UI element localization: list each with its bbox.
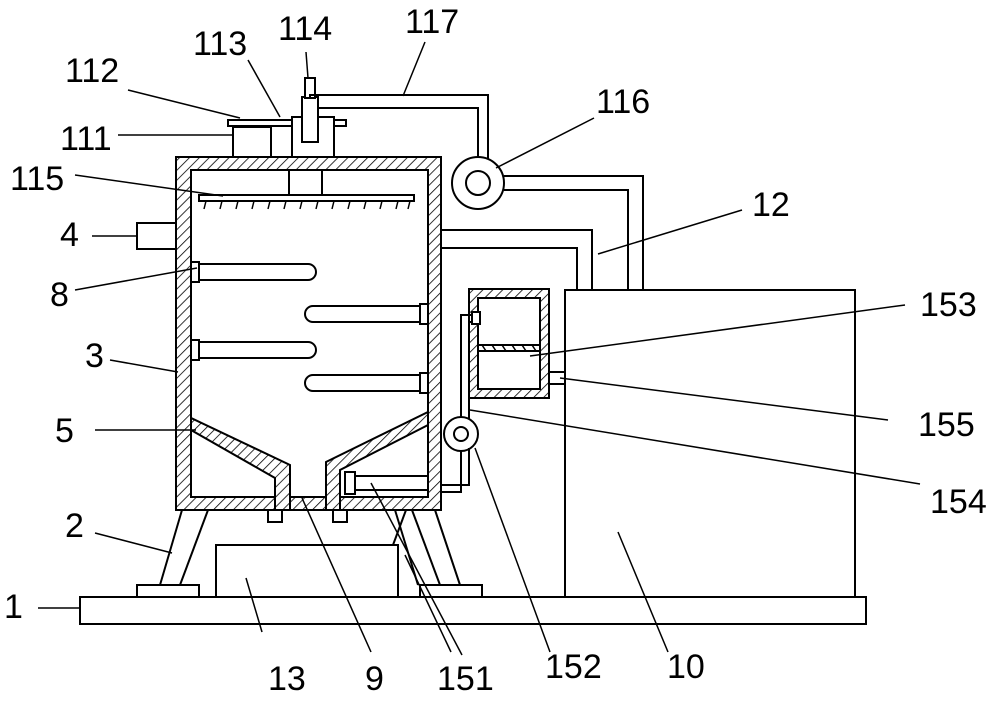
label-115: 115 [10, 160, 64, 198]
top-assembly [227, 77, 347, 158]
label-154: 154 [930, 483, 987, 521]
pipe-117 [309, 94, 489, 160]
label-2: 2 [65, 507, 84, 545]
leader-lines [38, 41, 921, 656]
label-111: 111 [60, 120, 112, 158]
label-9: 9 [365, 660, 384, 698]
spray-bar [198, 170, 415, 210]
base-plate [79, 596, 867, 625]
heating-rods [190, 261, 429, 394]
label-112: 112 [65, 52, 119, 90]
label-4: 4 [60, 216, 79, 254]
label-155: 155 [918, 406, 975, 444]
pipe-151 [344, 471, 429, 495]
pipes-12 [441, 175, 644, 290]
label-114: 114 [278, 10, 332, 48]
cabinet [564, 289, 856, 598]
pump-152 [441, 311, 481, 493]
label-1: 1 [4, 588, 23, 626]
label-10: 10 [667, 648, 705, 686]
label-152: 152 [545, 648, 602, 686]
tank [175, 156, 442, 511]
filter-box [468, 288, 566, 399]
pump-116 [451, 156, 505, 210]
label-12: 12 [752, 186, 790, 224]
label-5: 5 [55, 412, 74, 450]
inlet-port [136, 222, 177, 250]
label-151: 151 [437, 660, 494, 698]
label-117: 117 [405, 3, 459, 41]
label-3: 3 [85, 337, 104, 375]
label-153: 153 [920, 286, 977, 324]
label-8: 8 [50, 276, 69, 314]
base-block [215, 544, 399, 598]
support-legs [136, 509, 483, 598]
label-113: 113 [193, 25, 247, 63]
label-13: 13 [268, 660, 306, 698]
label-116: 116 [596, 83, 650, 121]
